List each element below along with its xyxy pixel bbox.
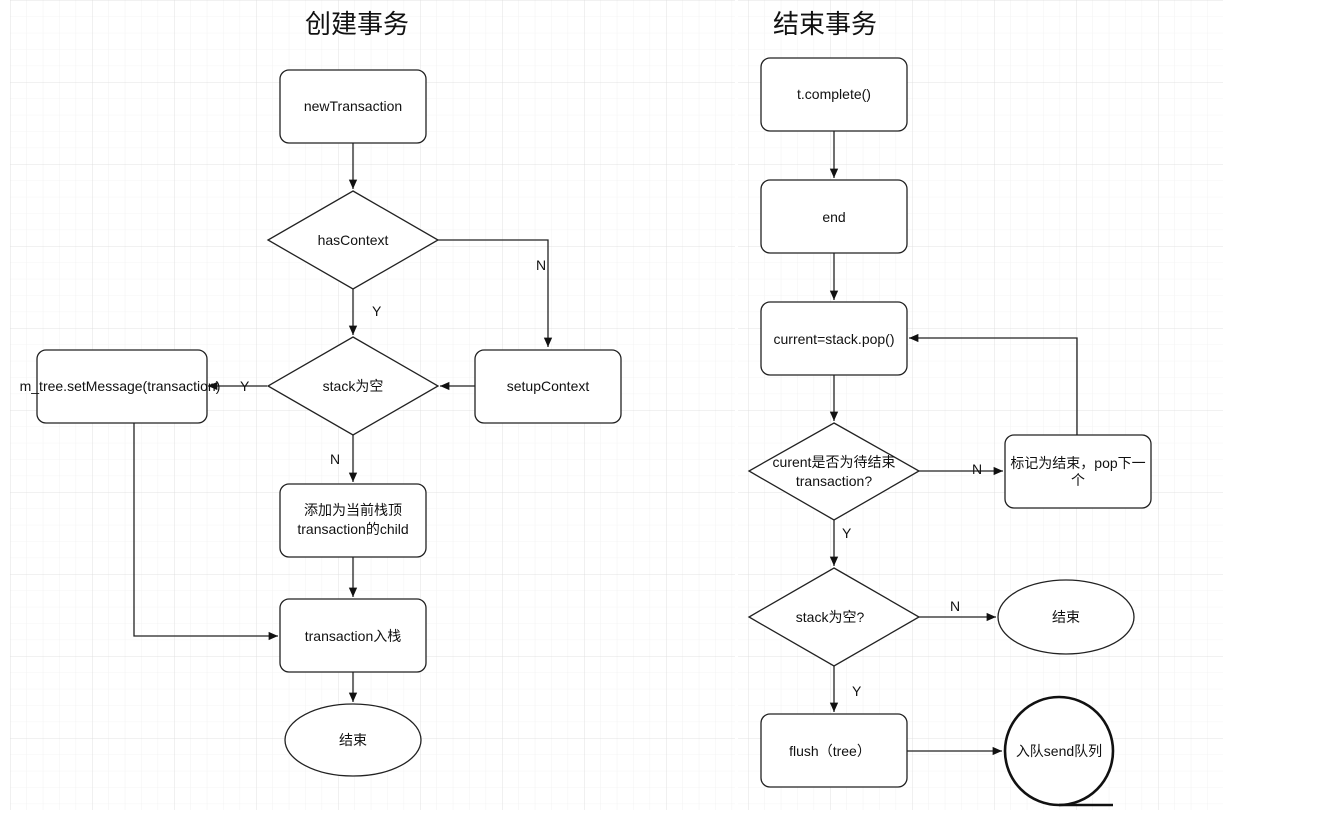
label-is-pending-1: curent是否为待结束: [773, 454, 896, 470]
right-edges: [829, 131, 1078, 756]
label-complete: t.complete(): [797, 86, 871, 102]
node-add-child: [279, 483, 427, 558]
edge-label-y-pending: Y: [842, 525, 852, 541]
node-pop: [760, 301, 908, 376]
edge-setmessage-to-push: [133, 423, 278, 641]
label-new-transaction: newTransaction: [304, 98, 402, 114]
label-set-message: m_tree.setMessage(transaction): [20, 378, 221, 394]
edge-label-y-context: Y: [372, 303, 382, 319]
node-mark: [1004, 434, 1152, 509]
label-flush: flush（tree）: [789, 743, 871, 759]
edge-label-y-stack: Y: [240, 378, 250, 394]
node-right-finish: [997, 579, 1135, 655]
node-is-pending: [747, 422, 921, 521]
label-add-child-1: 添加为当前栈顶: [304, 502, 402, 518]
left-title: 创建事务: [305, 10, 410, 40]
right-title: 结束事务: [773, 10, 878, 40]
node-new-transaction: [279, 69, 427, 144]
node-set-message: [36, 349, 208, 424]
grid-right: [738, 0, 1223, 810]
node-left-end: [284, 703, 422, 777]
edge-mark-to-pop: [909, 333, 1078, 435]
label-has-context: hasContext: [318, 232, 389, 248]
node-has-context: [266, 190, 440, 290]
label-mark-1: 标记为结束，pop下一: [1010, 455, 1145, 471]
label-end-call: end: [822, 209, 845, 225]
node-stack-empty: [266, 336, 440, 436]
label-push: transaction入栈: [305, 628, 401, 644]
label-enqueue: 入队send队列: [1016, 743, 1102, 759]
label-stack-empty: stack为空: [323, 378, 384, 394]
edge-label-n-stack-q: N: [950, 598, 960, 614]
label-add-child-2: transaction的child: [297, 521, 408, 537]
node-stack-empty-q: [747, 567, 921, 667]
label-left-end: 结束: [339, 732, 367, 748]
label-mark-2: 个: [1071, 472, 1085, 488]
edge-label-n-pending: N: [972, 461, 982, 477]
node-flush: [760, 713, 908, 788]
label-stack-empty-q: stack为空?: [796, 609, 865, 625]
label-setup-context: setupContext: [507, 378, 590, 394]
left-edges: [133, 143, 553, 702]
node-setup-context: [474, 349, 622, 424]
node-push: [279, 598, 427, 673]
edge-label-n-context: N: [536, 257, 546, 273]
edge-label-n-stack: N: [330, 451, 340, 467]
node-complete: [760, 57, 908, 132]
label-right-finish: 结束: [1052, 609, 1080, 625]
node-end-call: [760, 179, 908, 254]
label-is-pending-2: transaction?: [796, 473, 872, 489]
edge-hascontext-to-setup: [438, 239, 553, 347]
edge-label-y-stack-q: Y: [852, 683, 862, 699]
label-pop: current=stack.pop(): [774, 331, 895, 347]
